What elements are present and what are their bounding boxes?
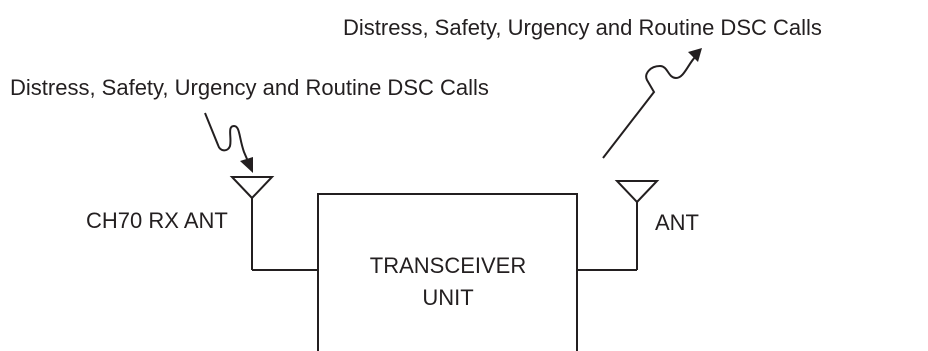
incoming-arrowhead [240,157,253,173]
unit-label-line1: TRANSCEIVER [369,253,527,278]
unit-label-line2: UNIT [422,285,474,310]
rx-calls-label: Distress, Safety, Urgency and Routine DS… [10,75,489,100]
transceiver-unit-box [317,193,578,351]
tx-antenna-symbol [614,180,660,270]
outgoing-arrowhead [688,48,702,62]
outgoing-signal-squiggle [602,55,697,159]
tx-calls-label: Distress, Safety, Urgency and Routine DS… [343,15,822,40]
tx-antenna-label: ANT [655,210,699,235]
rx-antenna-label: CH70 RX ANT [86,208,228,233]
rx-antenna-symbol [229,176,275,270]
incoming-signal-squiggle [204,112,251,167]
